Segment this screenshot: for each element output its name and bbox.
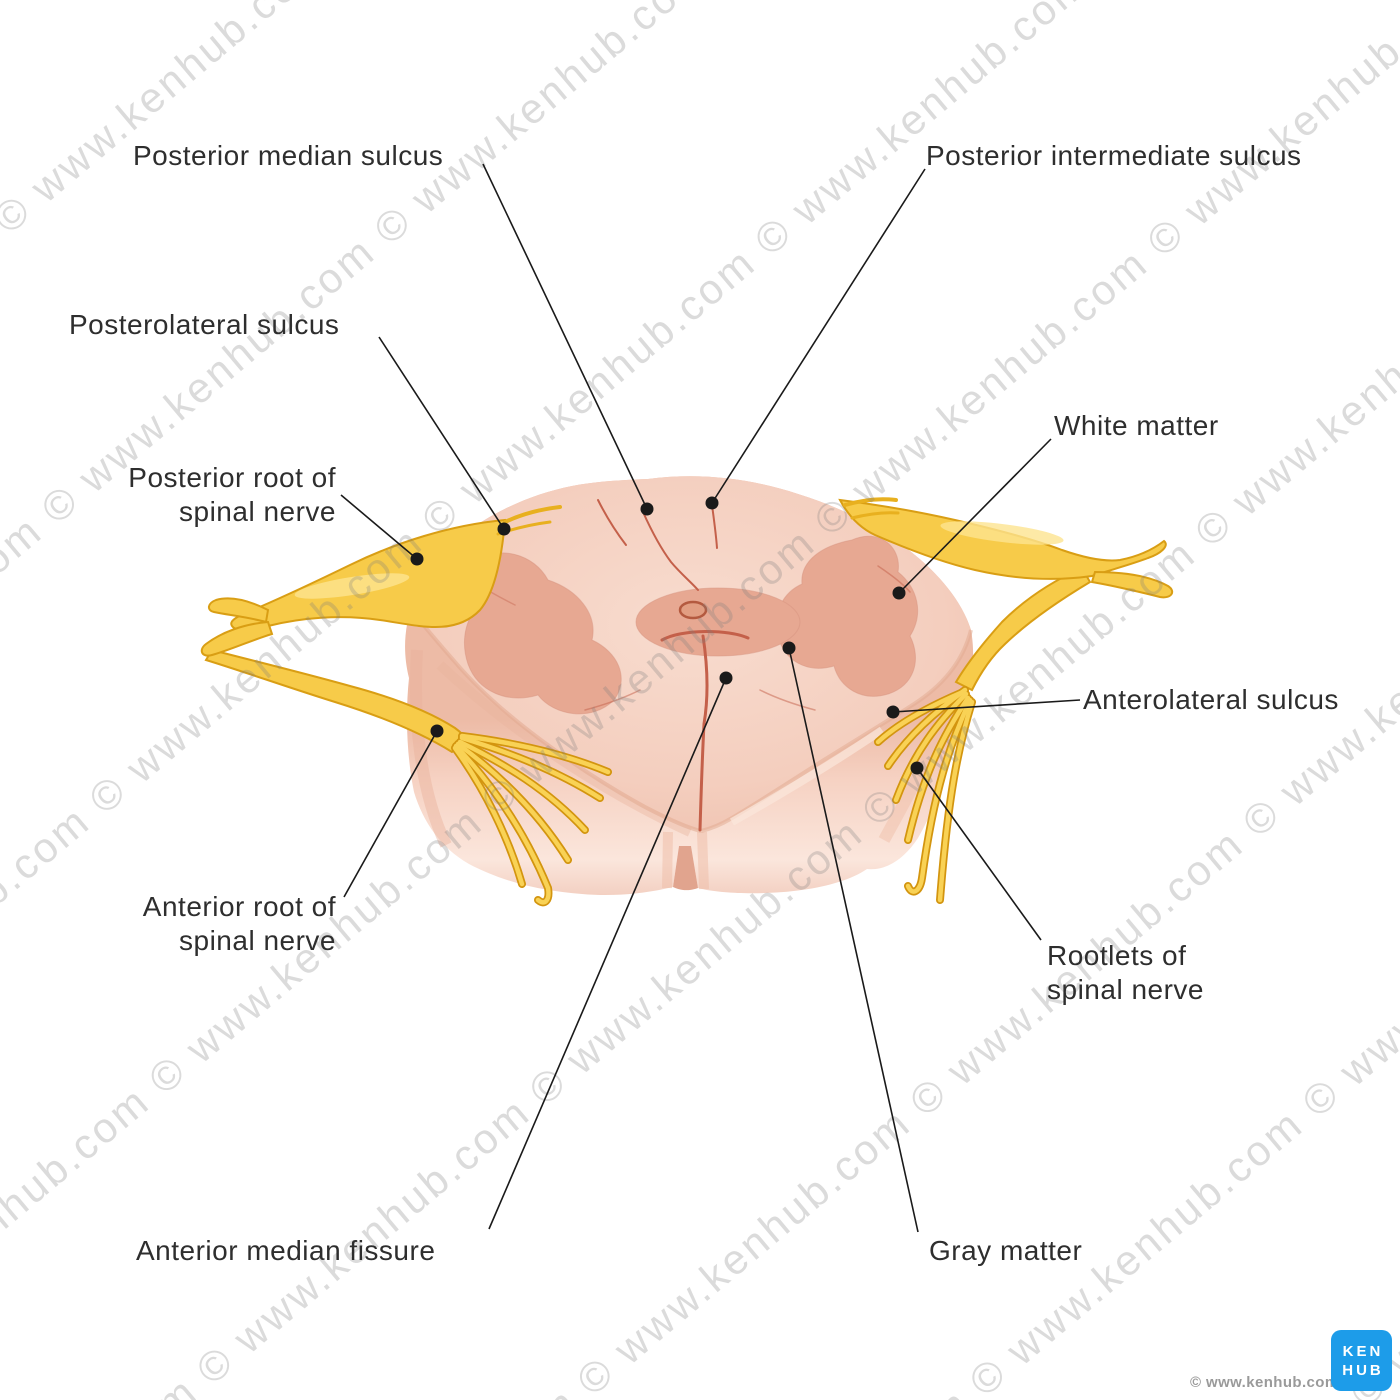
leader-gray-matter (782, 641, 919, 1233)
label-anterolateral-sulcus: Anterolateral sulcus (1083, 684, 1339, 715)
anterior-median-fissure-cleft (673, 846, 698, 891)
leader-anterolateral-sulcus (886, 699, 1081, 719)
right-rootlets-fan (874, 686, 976, 904)
leader-white-matter (892, 438, 1052, 600)
leader-posterior-median-sulcus (482, 163, 654, 516)
label-rootlets-of-spinal-nerve: Rootlets of spinal nerve (1047, 940, 1204, 1005)
leader-anterior-root (343, 724, 444, 898)
right-anterior-root (954, 566, 1092, 692)
gray-matter-butterfly (464, 535, 919, 715)
label-white-matter: White matter (1054, 410, 1219, 441)
leader-posterior-intermediate-sulcus (705, 168, 926, 510)
leader-anterior-median-fissure (488, 671, 733, 1230)
leader-rootlets (910, 761, 1042, 941)
label-posterior-median-sulcus: Posterior median sulcus (133, 140, 444, 171)
label-posterolateral-sulcus: Posterolateral sulcus (69, 309, 340, 340)
label-gray-matter: Gray matter (929, 1235, 1083, 1266)
kenhub-logo[interactable]: KEN HUB (1331, 1330, 1392, 1391)
surface-sulci-lines (469, 499, 911, 832)
label-anterior-root-of-spinal-nerve: Anterior root of spinal nerve (142, 891, 336, 956)
left-posterior-root (200, 505, 562, 657)
right-posterior-root (838, 497, 1174, 599)
label-anterior-median-fissure: Anterior median fissure (136, 1235, 436, 1266)
leader-posterior-root (340, 494, 424, 566)
copyright-text: © www.kenhub.com (1190, 1374, 1339, 1391)
left-rootlets-fan (451, 732, 612, 907)
gray-matter-right-horn (776, 535, 919, 697)
gray-matter-central-band (635, 587, 801, 657)
label-posterior-root-of-spinal-nerve: Posterior root of spinal nerve (128, 462, 336, 527)
kenhub-logo-line2: HUB (1342, 1361, 1384, 1379)
central-canal (678, 600, 708, 620)
kenhub-logo-line1: KEN (1342, 1342, 1384, 1360)
leader-posterolateral-sulcus (378, 336, 511, 536)
label-posterior-intermediate-sulcus: Posterior intermediate sulcus (926, 140, 1302, 171)
